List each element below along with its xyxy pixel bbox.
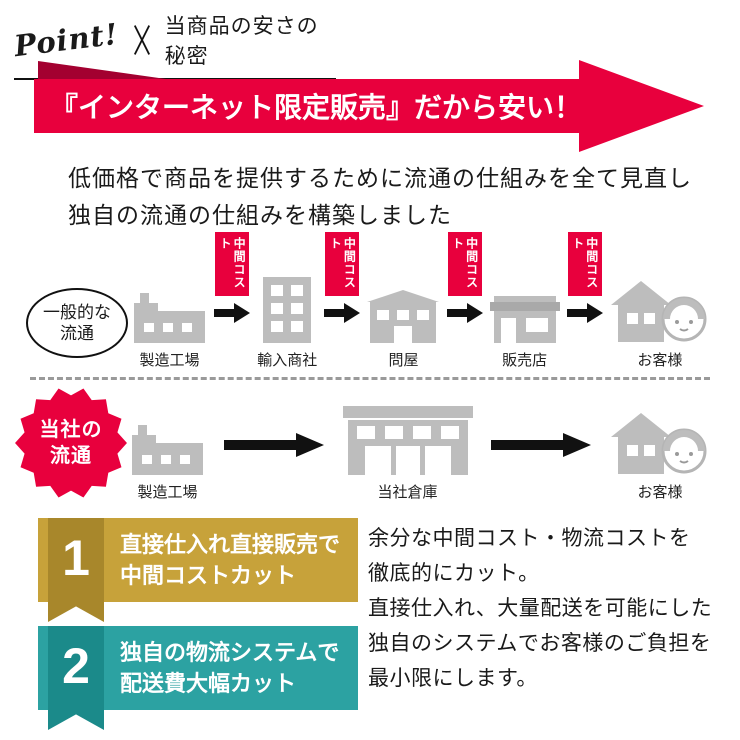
point-text-1: 直接仕入れ直接販売で 中間コストカット [120,532,341,588]
point-number-ribbon: 1 [48,518,104,622]
right-arrow-icon [446,303,483,323]
point-number: 1 [62,530,90,586]
flow-connector: 中間コスト [324,232,361,370]
flow-connector: 中間コスト [214,232,251,370]
flow-connector: 中間コスト [566,232,603,370]
general-flow-diagram: 製造工場 中間コスト 輸入商社 中間コスト [132,232,710,370]
step-label: 当社倉庫 [377,484,438,501]
factory-icon [134,293,205,343]
house-customer-icon [610,281,707,342]
right-arrow-icon [324,303,361,323]
point-text-2: 独自の物流システムで 配送費大幅カット [120,640,340,696]
intro-line-2: 独自の流通の仕組みを構築しました [68,202,452,228]
point-box-1: 1 直接仕入れ直接販売で 中間コストカット [38,518,358,622]
flow-step-retailer: 販売店 [489,288,560,370]
page-title: 当商品の安さの秘密 [164,15,319,68]
step-label: 製造工場 [137,484,198,501]
step-label: お客様 [637,352,683,369]
flow-step-factory: 製造工場 [130,425,205,502]
factory-icon [132,425,203,475]
right-arrow-icon [223,433,324,457]
step-label: お客様 [637,484,683,501]
flow-step-wholesaler: 問屋 [367,288,440,370]
starburst-icon [15,388,127,498]
point-number: 2 [62,638,90,694]
description-text: 余分な中間コスト・物流コストを 徹底的にカット。 直接仕入れ、大量配送を可能にし… [368,527,713,690]
point-number-ribbon: 2 [48,626,104,730]
step-label: 製造工場 [139,352,200,369]
house-customer-icon [611,413,707,474]
company-flow-badge: 当社の 流通 [14,386,128,500]
flow-step-importer: 輸入商社 [257,275,317,370]
intro-line-1: 低価格で商品を提供するために流通の仕組みを全て見直し [68,165,692,191]
warehouse-icon [367,290,440,343]
intro-text: 低価格で商品を提供するために流通の仕組みを全て見直し 独自の流通の仕組みを構築し… [68,160,692,234]
middle-cost-tag: 中間コスト [567,232,602,296]
flow-connector: 中間コスト [446,232,483,370]
right-arrow-icon [491,433,592,457]
divider-dashed-line [30,377,710,380]
flow-step-company-warehouse: 当社倉庫 [342,400,473,502]
middle-cost-tag: 中間コスト [215,232,250,296]
right-arrow-icon [566,303,603,323]
company-flow-label: 当社の 流通 [39,419,103,467]
arrow-banner-shape-icon [34,60,704,152]
big-warehouse-icon [342,406,473,475]
general-flow-label: 一般的な 流通 [26,288,128,358]
right-arrow-icon [214,303,251,323]
point-box-2: 2 独自の物流システムで 配送費大幅カット [38,626,358,730]
office-building-icon [263,277,312,343]
company-flow-diagram: 製造工場 当社倉庫 [130,392,710,502]
step-label: 問屋 [388,352,419,369]
step-label: 輸入商社 [257,352,318,369]
flow-step-factory: 製造工場 [132,293,207,370]
flow-step-customer: お客様 [610,407,710,502]
middle-cost-tag: 中間コスト [325,232,360,296]
point-label: Point! [12,16,121,64]
flow-step-customer: お客様 [610,275,710,370]
middle-cost-tag: 中間コスト [447,232,482,296]
step-label: 販売店 [502,352,548,369]
banner-text: 『インターネット限定販売』だから安い！ [50,92,583,123]
slash-x-icon [133,25,150,55]
banner-arrow: 『インターネット限定販売』だから安い！ [34,58,706,154]
store-icon [489,296,560,343]
